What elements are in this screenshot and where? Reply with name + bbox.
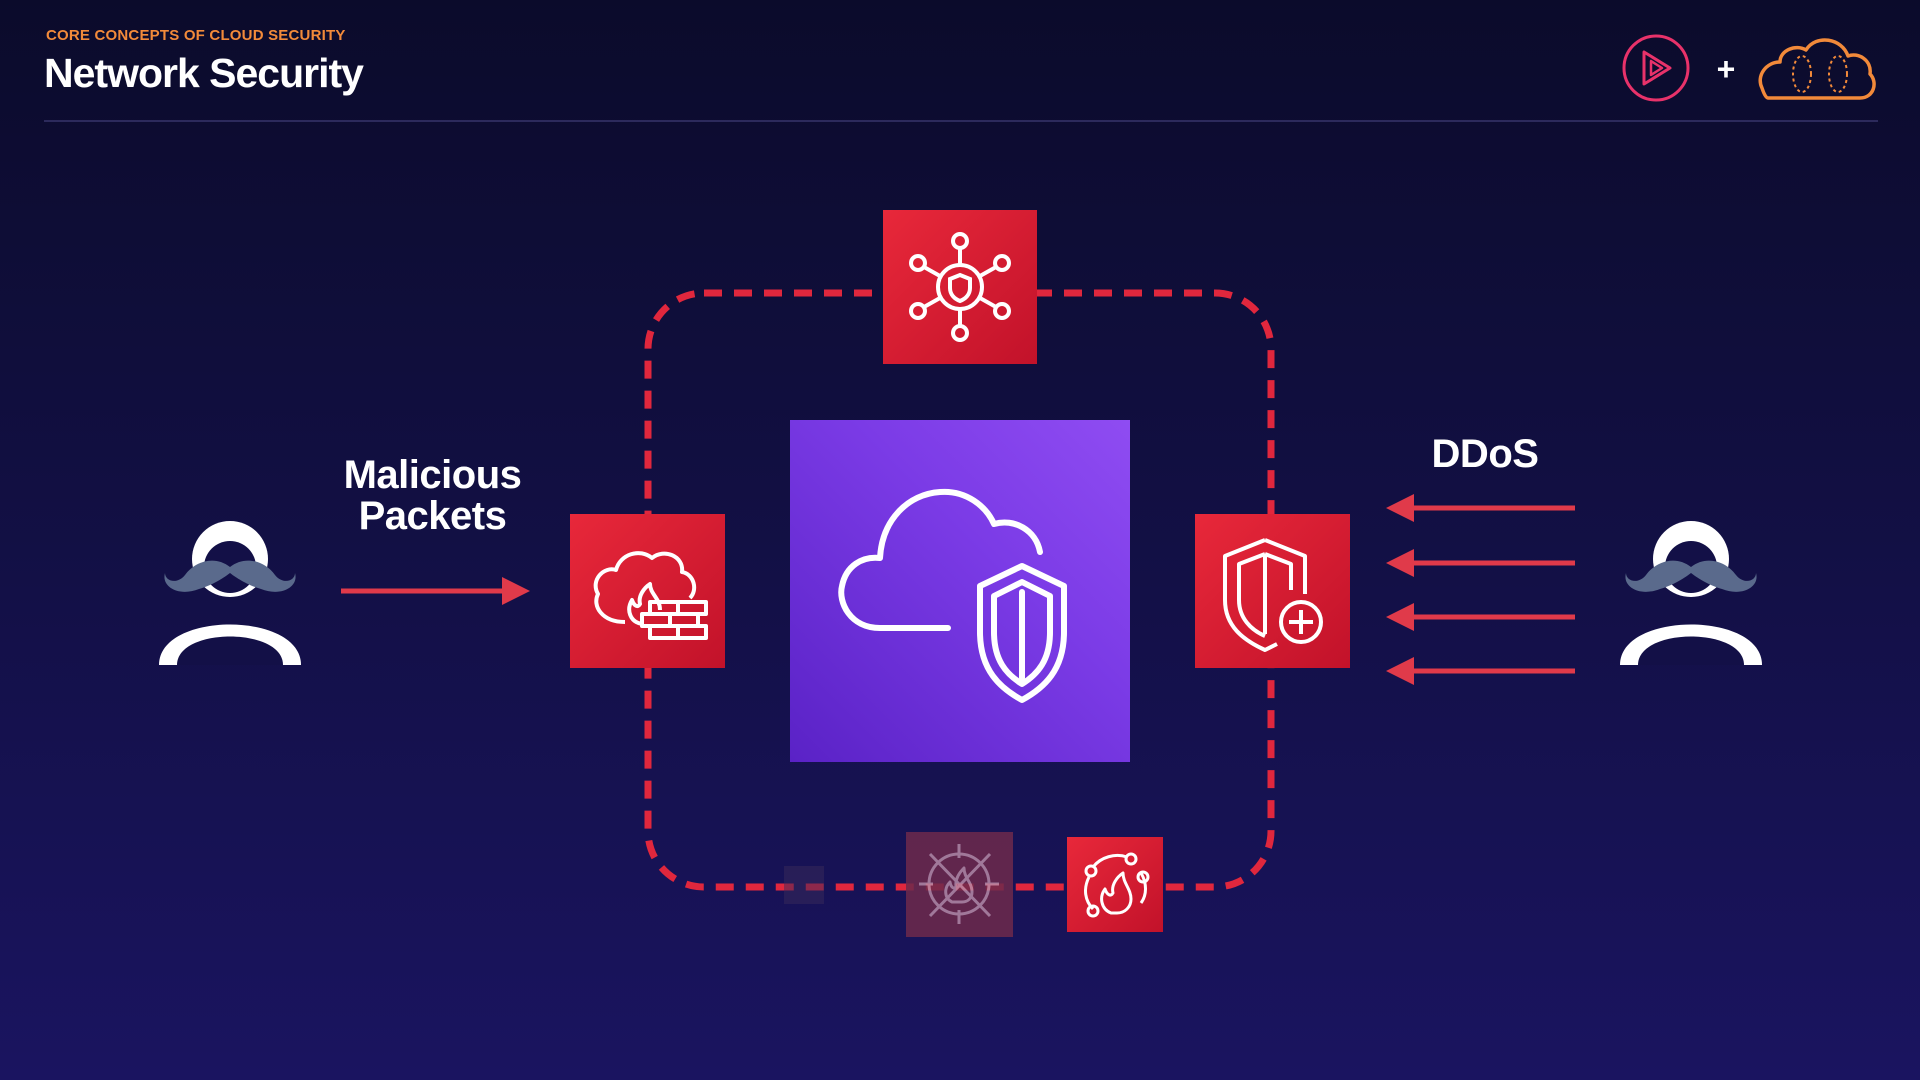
ddos-arrow: [1386, 494, 1575, 522]
firewall-target-tile: [906, 832, 1013, 937]
network-firewall-tile: [883, 210, 1037, 364]
malicious-packets-label: Malicious Packets: [343, 453, 522, 538]
cloud-shield-icon: [838, 488, 1067, 703]
attacker-icon: [155, 515, 305, 672]
header-divider: [44, 120, 1878, 122]
ddos-label: DDoS: [1431, 432, 1539, 476]
cloud-security-tile: [790, 420, 1130, 762]
brand-logos: +: [1620, 30, 1880, 110]
shield-advanced-tile: [1195, 514, 1350, 668]
ddos-arrow: [1386, 603, 1575, 631]
firewall-target-icon: [919, 844, 999, 924]
firewall-manager-tile: [1067, 837, 1163, 932]
header-eyebrow: CORE CONCEPTS OF CLOUD SECURITY: [46, 27, 346, 44]
ddos-arrow: [1386, 549, 1575, 577]
faded-node: [784, 866, 824, 904]
firewall-manager-icon: [1084, 852, 1150, 918]
waf-firewall-icon: [593, 551, 708, 640]
page-title: Network Security: [44, 50, 364, 96]
malicious-packets-arrow: [341, 577, 530, 605]
play-icon: [1622, 34, 1690, 102]
attacker-icon: [1616, 515, 1766, 672]
waf-tile: [570, 514, 725, 668]
network-firewall-icon: [909, 232, 1011, 342]
cloud-logo-icon: [1758, 38, 1876, 100]
plus-sign: +: [1717, 51, 1736, 87]
shield-plus-icon: [1223, 538, 1323, 652]
ddos-arrow: [1386, 657, 1575, 685]
